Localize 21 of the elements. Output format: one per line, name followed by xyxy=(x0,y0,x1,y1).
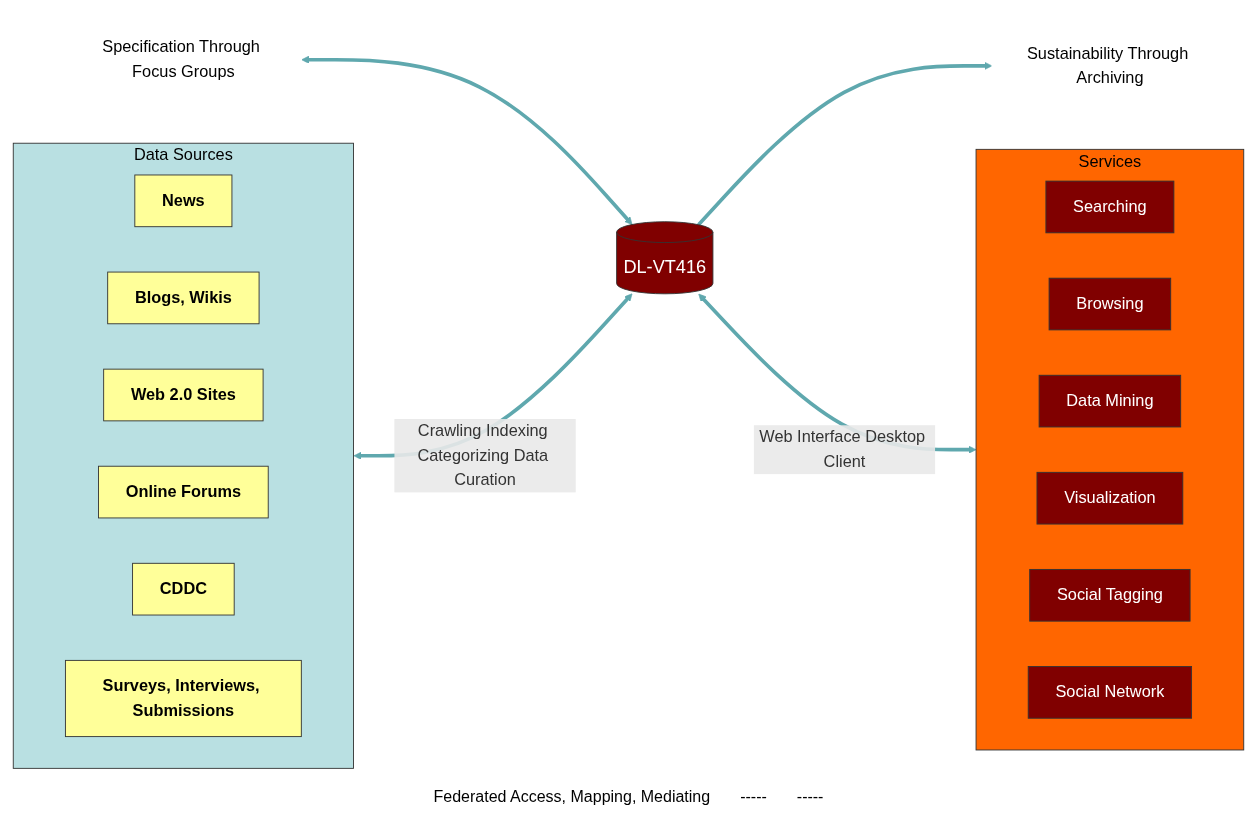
note-text: ----- xyxy=(796,788,824,806)
node-box: Blogs, Wikis xyxy=(107,271,260,325)
node-box: CDDC xyxy=(132,562,235,616)
node-box: Social Tagging xyxy=(1029,568,1191,622)
node-box: Surveys, Interviews, Submissions xyxy=(64,659,302,738)
node-box: Browsing xyxy=(1048,277,1172,331)
node-box: News xyxy=(134,174,233,228)
arrow xyxy=(301,55,633,225)
node-box: Visualization xyxy=(1036,471,1184,525)
node-text: Sustainability Through Archiving xyxy=(1026,44,1189,87)
node-box: Online Forums xyxy=(98,465,269,519)
arrow xyxy=(697,61,993,226)
edge-label: Web Interface Desktop Client xyxy=(759,427,926,471)
edge-label: Crawling Indexing Categorizing Data Curation xyxy=(417,421,549,489)
node-text: Specification Through Focus Groups xyxy=(102,37,260,81)
node-box: Social Network xyxy=(1027,666,1193,719)
node-box: Web 2.0 Sites xyxy=(103,368,264,422)
node-box: Searching xyxy=(1045,180,1175,234)
note-text: ----- xyxy=(740,788,767,806)
note-text: Federated Access, Mapping, Mediating xyxy=(433,788,711,806)
node-box: Data Mining xyxy=(1038,374,1182,428)
